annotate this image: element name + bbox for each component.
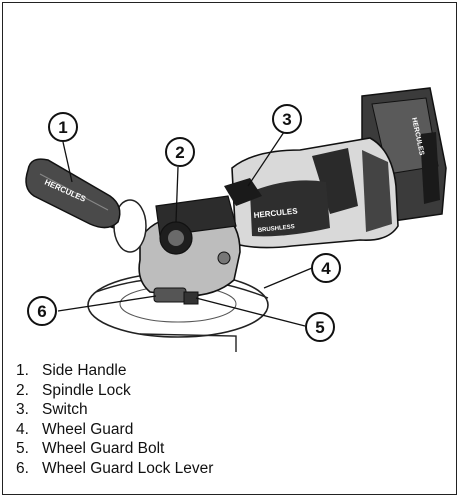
parts-list-item: 4. Wheel Guard [16,420,213,440]
parts-list-item: 1. Side Handle [16,361,213,381]
callout-6: 6 [27,296,57,326]
part-number: 3. [16,401,29,419]
side-handle-drawing: HERCULES [25,158,147,253]
part-number: 4. [16,420,29,438]
part-label: Wheel Guard Lock Lever [42,459,214,477]
svg-text:2: 2 [175,143,184,162]
part-label: Spindle Lock [42,381,131,399]
part-number: 1. [16,362,29,379]
callout-2: 2 [165,137,195,167]
switch-drawing [224,178,262,206]
parts-list-item: 6. Wheel Guard Lock Lever [16,459,213,479]
spindle-lock-drawing [168,230,184,246]
parts-list: 1. Side Handle 2. Spindle Lock 3. Switch 4.… [16,361,213,479]
part-number: 6. [16,459,29,477]
callout-3: 3 [272,104,302,134]
callout-1: 1 [48,112,78,142]
part-label: Wheel Guard Bolt [42,440,165,458]
lock-lever-drawing [153,287,187,303]
svg-text:4: 4 [321,259,331,278]
part-label: Switch [42,401,88,419]
callout-4: 4 [311,253,341,283]
part-label: Side Handle [42,362,127,379]
parts-list-item: 3. Switch [16,400,213,420]
svg-text:3: 3 [282,110,291,129]
parts-list-item: 2. Spindle Lock [16,381,213,401]
angle-grinder-illustration: HERCULES HERCULES BRUSHLESS HERCULES [25,87,447,352]
callout-5: 5 [305,312,335,342]
body-sub-text: BRUSHLESS [258,224,295,234]
part-label: Wheel Guard [42,420,134,438]
svg-text:1: 1 [58,118,67,137]
guard-bolt-drawing [183,291,199,305]
svg-text:6: 6 [37,302,46,321]
part-number: 5. [16,440,29,458]
parts-list-item: 5. Wheel Guard Bolt [16,439,213,459]
svg-text:5: 5 [315,318,324,337]
motor-body-drawing: HERCULES BRUSHLESS [224,137,399,249]
part-number: 2. [16,381,29,399]
leader-lines [57,131,313,327]
